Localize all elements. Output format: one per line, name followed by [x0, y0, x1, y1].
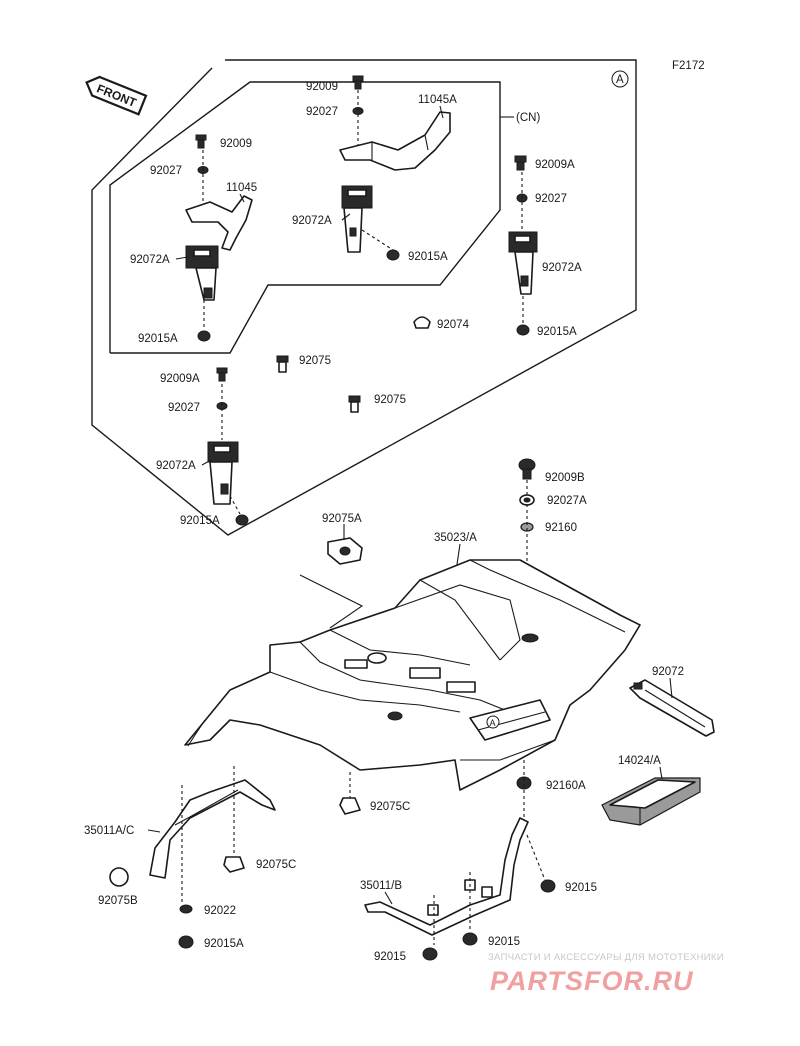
part-label-92015-a: 92015: [565, 882, 597, 894]
part-label-92015a-right: 92015A: [537, 326, 577, 338]
clip-92075-a: [276, 355, 289, 373]
clip-92075a: [327, 537, 363, 565]
rear-fender-35023a: A: [184, 559, 641, 791]
part-label-92015a-left: 92015A: [138, 333, 178, 345]
part-label-92160a: 92160A: [546, 780, 586, 792]
part-label-92009b: 92009B: [545, 472, 585, 484]
part-label-92075c-a: 92075C: [370, 801, 410, 813]
nut-92015-a: [540, 879, 556, 893]
bolt-92009a-right: [514, 155, 527, 171]
part-label-35011ac: 35011A/C: [84, 825, 134, 837]
nut-92015a-bottom: [178, 935, 194, 949]
grommet-92160a: [516, 776, 532, 790]
front-arrow-icon: FRONT: [85, 75, 148, 116]
part-label-92022: 92022: [204, 905, 236, 917]
group-cn-outline: [109, 81, 501, 354]
part-label-92009-left: 92009: [220, 138, 252, 150]
part-label-92072: 92072: [652, 666, 684, 678]
clamp-92072a-left: [185, 245, 219, 301]
part-label-92072a-cn: 92072A: [292, 215, 332, 227]
part-label-92015a-lower: 92015A: [180, 515, 220, 527]
fender-marker-a: A: [490, 718, 496, 728]
watermark-subtitle: ЗАПЧАСТИ И АКСЕССУАРЫ ДЛЯ МОТОТЕХНИКИ: [488, 952, 724, 963]
bolt-92009-cn: [352, 75, 364, 90]
diagram-code: F2172: [672, 60, 705, 72]
part-label-35011b: 35011/B: [360, 880, 402, 892]
bracket-11045a: [339, 111, 451, 171]
part-label-92027-lower: 92027: [168, 402, 200, 414]
plug-92074: [413, 316, 431, 329]
watermark-logo: PARTSFOR.RU: [490, 966, 694, 996]
part-label-92015-c: 92015: [374, 951, 406, 963]
part-label-92160: 92160: [545, 522, 577, 534]
part-label-92075b: 92075B: [98, 895, 138, 907]
part-label-92027-cn: 92027: [306, 106, 338, 118]
part-label-92027-right: 92027: [535, 193, 567, 205]
nut-92015a-left: [197, 330, 211, 342]
part-label-92027a: 92027A: [547, 495, 587, 507]
part-label-92075-b: 92075: [374, 394, 406, 406]
part-label-92072a-right: 92072A: [542, 262, 582, 274]
view-marker-circle: [611, 70, 629, 88]
part-label-92015a-bottom: 92015A: [204, 938, 244, 950]
nut-92015a-right: [516, 324, 530, 336]
clip-92075c-a: [339, 797, 361, 815]
cn-label: (CN): [516, 112, 540, 124]
part-label-92075a: 92075A: [322, 513, 362, 525]
part-label-92027-left: 92027: [150, 165, 182, 177]
view-marker-label: A: [616, 74, 624, 86]
nut-92015a-lower: [235, 514, 249, 526]
clamp-92072a-lower: [207, 441, 239, 505]
bolt-92009-left: [195, 134, 207, 149]
part-label-92072a-left: 92072A: [130, 254, 170, 266]
strap-92072: [629, 679, 715, 737]
cap-92075b: [109, 867, 129, 887]
bracket-35011ac: [149, 779, 276, 879]
pad-14024a: [601, 777, 701, 826]
group-a-outline: [91, 59, 637, 536]
part-label-92009a-lower: 92009A: [160, 373, 200, 385]
nut-92015a-cn: [386, 249, 400, 261]
part-label-14024a: 14024/A: [618, 755, 661, 767]
part-label-92074: 92074: [437, 319, 470, 331]
clip-92075c-b: [223, 856, 245, 873]
clamp-92072a-right: [508, 231, 538, 295]
part-label-92009a-right: 92009A: [535, 159, 575, 171]
part-label-11045a: 11045A: [418, 94, 457, 106]
bracket-35011b: [364, 817, 529, 936]
nut-92015-b: [462, 932, 478, 946]
part-label-11045: 11045: [226, 182, 257, 194]
part-label-92009-cn: 92009: [306, 81, 338, 93]
clamp-92072a-cn: [341, 185, 373, 253]
part-label-92015-b: 92015: [488, 936, 520, 948]
bolt-92009a-lower: [216, 367, 228, 382]
bolt-92009b: [518, 458, 536, 480]
washer-92022: [179, 904, 193, 914]
bracket-11045: [185, 195, 253, 251]
part-label-92075-a: 92075: [299, 355, 331, 367]
part-label-92075c-b: 92075C: [256, 859, 296, 871]
clip-92075-b: [348, 395, 361, 413]
nut-92015-c: [422, 947, 438, 961]
part-label-35023a: 35023/A: [434, 532, 477, 544]
part-label-92072a-lower: 92072A: [156, 460, 196, 472]
part-label-92015a-cn: 92015A: [408, 251, 448, 263]
